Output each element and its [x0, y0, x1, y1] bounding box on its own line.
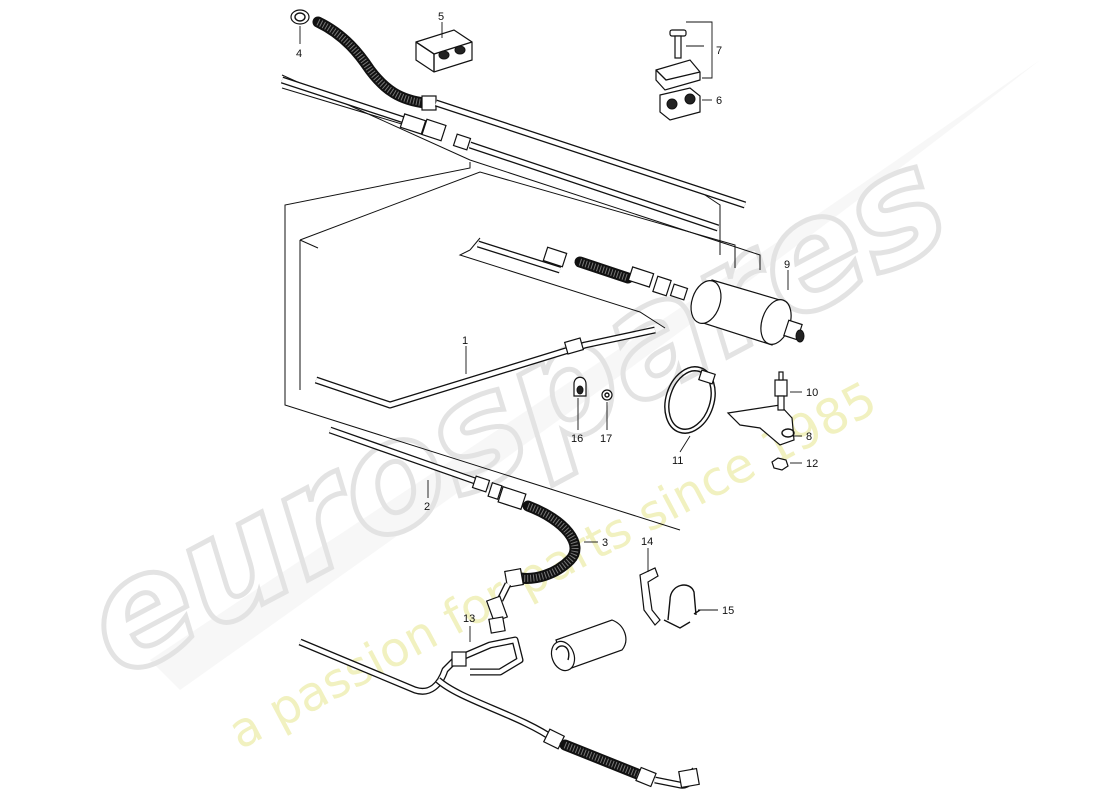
- callout-16: 16: [571, 433, 583, 445]
- callout-11: 11: [672, 455, 683, 467]
- clamp-band-11: [664, 366, 716, 434]
- leader-lines: [299, 21, 802, 642]
- callout-10: 10: [806, 387, 818, 399]
- callout-12: 12: [806, 458, 818, 470]
- callout-5: 5: [438, 11, 444, 23]
- callout-9: 9: [784, 259, 790, 271]
- assembly-outline: [281, 74, 761, 531]
- callout-8: 8: [806, 431, 812, 443]
- callout-15: 15: [722, 605, 734, 617]
- damper-13: [298, 616, 700, 789]
- rubber-block-5: [415, 29, 473, 73]
- callout-13: 13: [463, 613, 475, 625]
- callout-4: 4: [296, 48, 302, 60]
- holder-14: [639, 567, 661, 626]
- callout-3: 3: [602, 537, 608, 549]
- watermark: eurospares a passion for parts since 198…: [53, 60, 1040, 761]
- nut-17: [601, 389, 613, 401]
- callout-2: 2: [424, 501, 430, 513]
- clamp-15: [663, 584, 701, 629]
- callout-labels: 4 5 7 6 9 1 10 8 12 16 17 11 2 3 14 13 1…: [296, 11, 818, 625]
- clip-and-bolt-7: [655, 29, 701, 91]
- rubber-mount-10: [774, 371, 788, 411]
- callout-6: 6: [716, 95, 722, 107]
- rubber-sleeve: [550, 619, 627, 672]
- upper-fuel-lines: [280, 76, 720, 232]
- fuel-line-1: [314, 326, 656, 409]
- callout-1: 1: [462, 335, 468, 347]
- filter-inlet-line: [476, 240, 689, 301]
- rubber-block-6: [659, 87, 701, 121]
- fuel-line-2: [328, 426, 503, 500]
- callout-17: 17: [600, 433, 612, 445]
- callout-14: 14: [641, 536, 653, 548]
- clip-16: [573, 376, 587, 397]
- upper-fuel-hose: [312, 16, 747, 209]
- callout-7: 7: [716, 45, 722, 57]
- hose-clamp-4: [290, 9, 310, 25]
- nut-12: [771, 457, 789, 471]
- fuel-hose-3: [485, 485, 581, 623]
- fuel-filter-9: [690, 279, 805, 346]
- watermark-swoosh: [150, 60, 1040, 690]
